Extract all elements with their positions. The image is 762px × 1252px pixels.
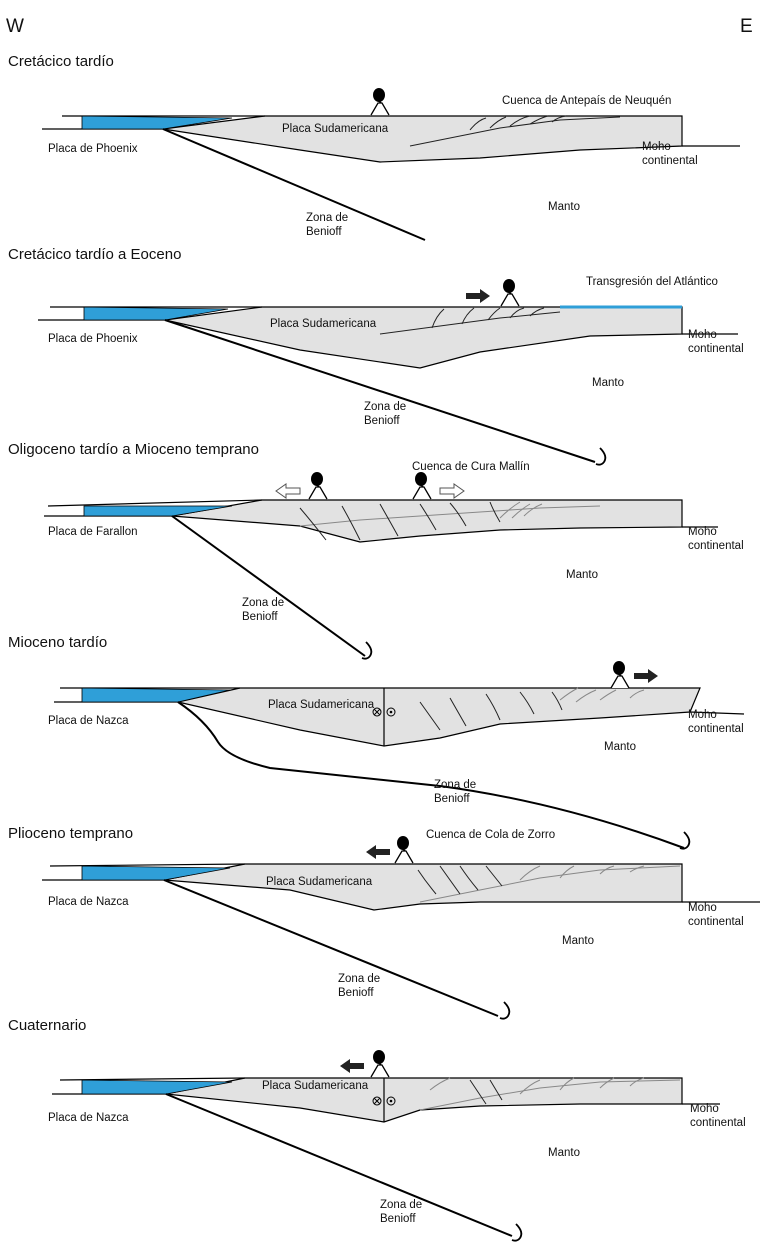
benioff-label: Zona de xyxy=(380,1199,422,1211)
volcano-icon xyxy=(371,1050,389,1077)
benioff-label-2: Benioff xyxy=(242,611,278,623)
panel-title: Plioceno temprano xyxy=(8,825,133,842)
hollow-arrow-icon xyxy=(440,484,464,498)
panel-title: Cuaternario xyxy=(8,1017,86,1034)
continental-crust xyxy=(163,116,682,162)
panel-title: Oligoceno tardío a Mioceno temprano xyxy=(8,441,259,458)
oceanic-plate-label: Placa de Farallon xyxy=(48,526,138,538)
mantle-label: Manto xyxy=(548,201,580,213)
basin-label: Cuenca de Cola de Zorro xyxy=(426,829,555,841)
moho-label-2: continental xyxy=(688,343,744,355)
continental-plate-label: Placa Sudamericana xyxy=(268,699,375,711)
benioff-label-2: Benioff xyxy=(306,226,342,238)
basin-label: Cuenca de Cura Mallín xyxy=(412,461,530,473)
continental-crust xyxy=(172,500,682,542)
curved-slab-tip-icon xyxy=(362,642,371,659)
panel-title: Cretácico tardío xyxy=(8,53,114,70)
west-label: W xyxy=(6,16,24,37)
continental-crust xyxy=(165,307,682,368)
moho-label: Moho xyxy=(642,141,671,153)
benioff-label: Zona de xyxy=(242,597,284,609)
benioff-label-2: Benioff xyxy=(364,415,400,427)
oceanic-plate-label: Placa de Phoenix xyxy=(48,333,138,345)
benioff-zone-line xyxy=(166,1094,512,1236)
panel-cuaternario: Cuaternario Placa Sudamericana Placa de … xyxy=(8,1017,746,1241)
moho-label: Moho xyxy=(688,526,717,538)
moho-label-2: continental xyxy=(642,155,698,167)
curved-slab-tip-icon xyxy=(512,1224,521,1241)
benioff-label-2: Benioff xyxy=(380,1213,416,1225)
volcano-icon xyxy=(413,472,431,499)
benioff-label-2: Benioff xyxy=(434,793,470,805)
oceanic-plate-label: Placa de Phoenix xyxy=(48,143,138,155)
benioff-label: Zona de xyxy=(364,401,406,413)
basin-label: Cuenca de Antepaís de Neuquén xyxy=(502,95,671,107)
oceanic-plate-label: Placa de Nazca xyxy=(48,896,129,908)
moho-label: Moho xyxy=(690,1103,719,1115)
panel-title: Mioceno tardío xyxy=(8,634,107,651)
moho-label: Moho xyxy=(688,709,717,721)
continental-plate-label: Placa Sudamericana xyxy=(270,318,377,330)
volcano-icon xyxy=(611,661,629,688)
mantle-label: Manto xyxy=(566,569,598,581)
mantle-label: Manto xyxy=(548,1147,580,1159)
continental-plate-label: Placa Sudamericana xyxy=(282,123,389,135)
panel-cretacico-eoceno: Cretácico tardío a Eoceno Placa Sudameri… xyxy=(8,246,744,465)
volcano-icon xyxy=(501,279,519,306)
panel-cretacico-tardio: Cretácico tardío Placa Sudamericana Cuen… xyxy=(8,53,740,240)
oceanic-plate-label: Placa de Nazca xyxy=(48,715,129,727)
panel-plioceno-temprano: Plioceno temprano Placa Sudamericana Cue… xyxy=(8,825,760,1019)
volcano-icon xyxy=(371,88,389,115)
moho-label: Moho xyxy=(688,902,717,914)
moho-label-2: continental xyxy=(688,540,744,552)
moho-label-2: continental xyxy=(688,723,744,735)
volcano-icon xyxy=(395,836,413,863)
continental-crust xyxy=(166,1078,682,1122)
benioff-label: Zona de xyxy=(338,973,380,985)
mantle-label: Manto xyxy=(592,377,624,389)
moho-label: Moho xyxy=(688,329,717,341)
moho-label-2: continental xyxy=(688,916,744,928)
arrow-right-icon xyxy=(634,669,658,683)
curved-slab-tip-icon xyxy=(596,448,605,465)
benioff-zone-line xyxy=(172,516,365,656)
arrow-left-icon xyxy=(366,845,390,859)
volcano-icon xyxy=(309,472,327,499)
continental-crust xyxy=(178,688,700,746)
benioff-label-2: Benioff xyxy=(338,987,374,999)
continental-plate-label: Placa Sudamericana xyxy=(262,1080,369,1092)
benioff-label: Zona de xyxy=(434,779,476,791)
benioff-label: Zona de xyxy=(306,212,348,224)
mantle-label: Manto xyxy=(562,935,594,947)
panel-oligoceno-mioceno: Oligoceno tardío a Mioceno temprano Cuen… xyxy=(8,441,744,659)
curved-slab-tip-icon xyxy=(500,1002,509,1019)
east-label: E xyxy=(740,16,753,37)
moho-label-2: continental xyxy=(690,1117,746,1129)
hollow-arrow-icon xyxy=(276,484,300,498)
mantle-label: Manto xyxy=(604,741,636,753)
oceanic-plate-label: Placa de Nazca xyxy=(48,1112,129,1124)
continental-plate-label: Placa Sudamericana xyxy=(266,876,373,888)
panel-title: Cretácico tardío a Eoceno xyxy=(8,246,181,263)
basin-label: Transgresión del Atlántico xyxy=(586,276,718,288)
arrow-right-icon xyxy=(466,289,490,303)
panel-mioceno-tardio: Mioceno tardío Placa Sudamericana Placa … xyxy=(8,634,744,849)
arrow-left-icon xyxy=(340,1059,364,1073)
